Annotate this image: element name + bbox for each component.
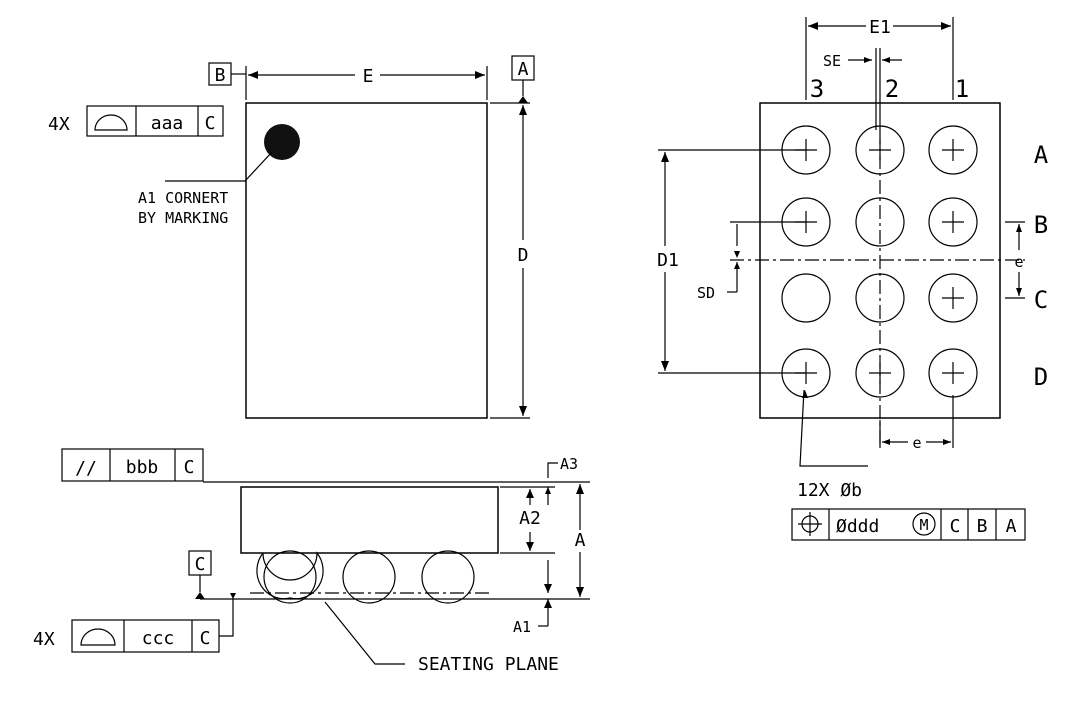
bottom-view: E1 SE 3 2 1 A B C D D1 <box>657 17 1049 541</box>
solder-ball <box>855 273 905 323</box>
datum-c-label: C <box>195 554 206 575</box>
flatness-tolerance-top: aaa <box>151 113 184 134</box>
flatness-symbol-icon <box>80 628 116 646</box>
dim-se-label: SE <box>823 52 841 70</box>
column-label-3: 3 <box>810 75 824 103</box>
marking-note-line-2: BY MARKING <box>138 209 228 227</box>
position-datum-3: A <box>1006 516 1017 537</box>
dim-a-label: A <box>575 530 586 551</box>
position-datum-2: B <box>977 516 988 537</box>
column-label-2: 2 <box>885 75 899 103</box>
ball-note-leader <box>799 389 868 467</box>
position-symbol-icon <box>798 512 822 536</box>
flatness-frame-top <box>86 105 224 137</box>
marking-note-line-1: A1 CORNERT <box>138 189 228 207</box>
mmc-modifier-icon <box>912 512 936 536</box>
position-tolerance-value: Øddd <box>836 516 879 537</box>
dim-a3-label: A3 <box>560 455 578 473</box>
mmc-modifier-label: M <box>919 516 928 534</box>
flatness-datum-top: C <box>205 113 216 134</box>
dim-e1-label: E1 <box>869 17 891 38</box>
a1-corner-marking-dot <box>264 124 300 160</box>
flatness-symbol-icon <box>94 114 128 131</box>
position-datum-1: C <box>950 516 961 537</box>
parallelism-symbol-icon: // <box>75 458 97 479</box>
parallelism-tolerance: bbb <box>126 457 159 478</box>
package-body-outline <box>245 102 488 419</box>
row-label-a: A <box>1034 141 1049 169</box>
seating-plane-leader <box>324 601 405 665</box>
solder-ball <box>928 197 978 247</box>
top-view: B E A D A1 CORNERT BY MARKING 4X aaa <box>48 55 535 419</box>
flatness-tolerance-side: ccc <box>142 628 175 649</box>
solder-ball <box>855 125 905 175</box>
position-tolerance-frame <box>791 508 1026 541</box>
solder-ball <box>855 197 905 247</box>
seating-plane-label: SEATING PLANE <box>418 654 559 675</box>
dim-a2-label: A2 <box>519 508 541 529</box>
solder-ball <box>781 273 831 323</box>
dim-pitch-col-label: e <box>912 434 921 452</box>
ball-count-note: 12X Øb <box>797 480 862 501</box>
dim-d-label: D <box>518 245 529 266</box>
dim-sd-label: SD <box>697 284 715 302</box>
column-label-1: 1 <box>955 75 969 103</box>
dim-d1-label: D1 <box>657 250 679 271</box>
flatness-count-side: 4X <box>33 629 55 650</box>
side-view: // bbb C C A3 A2 <box>33 448 590 675</box>
marking-leader-line <box>165 151 273 182</box>
side-body-outline <box>240 486 499 554</box>
dim-e-label: E <box>363 66 374 87</box>
solder-ball <box>928 125 978 175</box>
parallelism-frame <box>61 448 204 482</box>
row-label-d: D <box>1034 363 1048 391</box>
dim-a1-label: A1 <box>513 618 531 636</box>
flatness-count-top: 4X <box>48 114 70 135</box>
ball-grid <box>781 125 978 398</box>
datum-a-label: A <box>518 59 529 80</box>
solder-ball <box>928 273 978 323</box>
side-solder-balls <box>256 550 475 604</box>
flatness-datum-side: C <box>200 628 211 649</box>
parallelism-datum: C <box>184 457 195 478</box>
row-label-b: B <box>1034 211 1048 239</box>
solder-ball <box>855 348 905 398</box>
datum-b-label: B <box>215 65 226 86</box>
row-label-c: C <box>1034 286 1048 314</box>
dim-pitch-row-label: e <box>1014 253 1023 271</box>
